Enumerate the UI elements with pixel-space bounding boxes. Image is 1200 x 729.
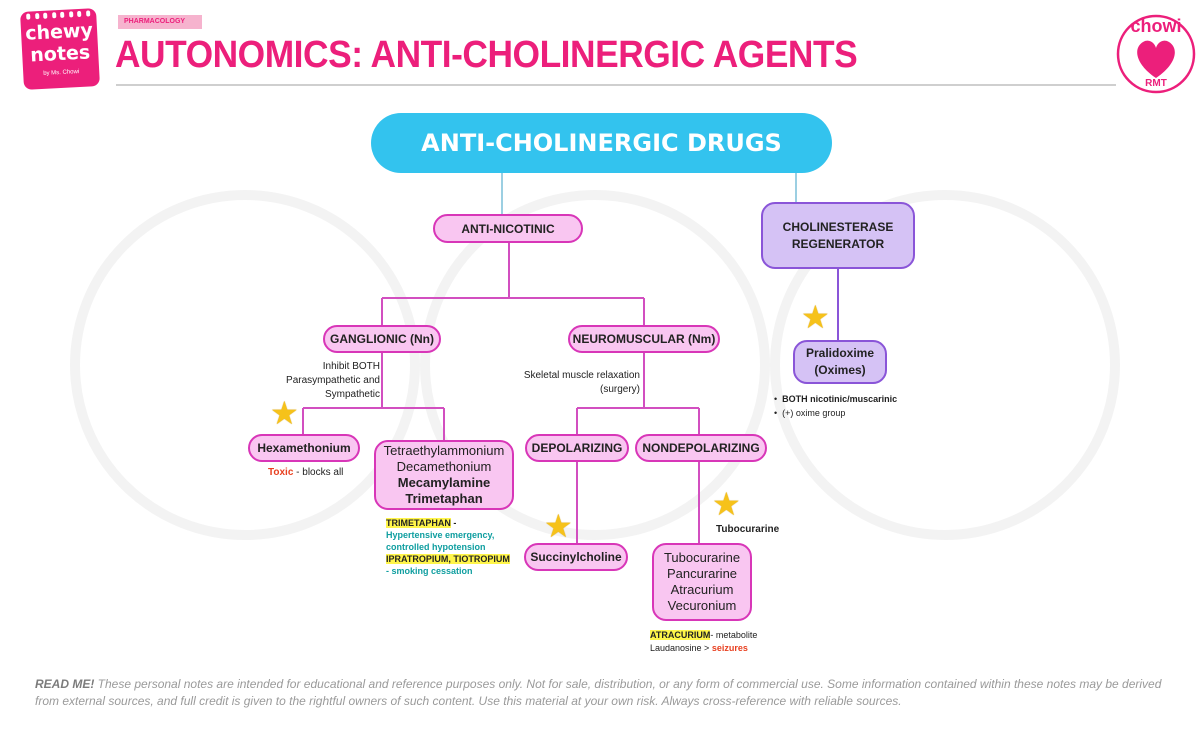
ipratropium-use: - smoking cessation [386, 566, 473, 576]
drug-item: Trimetaphan [405, 491, 483, 506]
watermark-circle [70, 190, 420, 540]
chowi-brand-logo: chowi RMT [1115, 8, 1197, 96]
drug-item: Tubocurarine [663, 550, 741, 565]
drug-item: Vecuronium [667, 598, 737, 613]
bullet-icon: • [774, 408, 783, 418]
header-divider [116, 84, 1116, 86]
bullet-text: (+) oxime group [782, 408, 846, 418]
brand-name: chowi [1130, 16, 1182, 36]
cholinesterase-regenerator-node: CHOLINESTERASE REGENERATOR [761, 202, 915, 269]
watermark-circle [770, 190, 1120, 540]
nondepolarizing-drug-list-node: Tubocurarine Pancurarine Atracurium Vecu… [652, 543, 752, 621]
trimetaphan-use: controlled hypotension [386, 542, 486, 552]
ganglionic-note-line: Sympathetic [324, 389, 380, 400]
notebook-rings [26, 10, 91, 20]
neuromuscular-note: Skeletal muscle relaxation (surgery) [505, 369, 640, 397]
brand-circle-icon [1116, 14, 1196, 94]
drug-item: Atracurium [670, 582, 734, 597]
drug-item: Mecamylamine [397, 475, 491, 490]
pralidoxime-bullets: • BOTH nicotinic/muscarinic • (+) oxime … [774, 392, 897, 420]
disclaimer-text: These personal notes are intended for ed… [35, 677, 1162, 708]
ganglionic-node: GANGLIONIC (Nn) [323, 325, 441, 353]
trimetaphan-note: TRIMETAPHAN - Hypertensive emergency, co… [386, 517, 510, 577]
trimetaphan-use: Hypertensive emergency, [386, 530, 495, 540]
bullet-text: BOTH nicotinic/muscarinic [782, 394, 898, 404]
cholinesterase-line1: CHOLINESTERASE [782, 219, 894, 234]
pralidoxime-line: Pralidoxime [805, 346, 875, 360]
hexa-note-text: - blocks all [293, 467, 344, 478]
neuromuscular-node: NEUROMUSCULAR (Nm) [568, 325, 720, 353]
hexamethonium-node: Hexamethonium [248, 434, 360, 462]
neuromuscular-note-line: (surgery) [599, 384, 640, 395]
chewy-notes-logo: chewy notes by Ms. Chowi [20, 8, 100, 90]
tubocurarine-label: Tubocurarine [716, 524, 780, 535]
atracurium-note: ATRACURIUM- metabolite Laudanosine > sei… [650, 629, 757, 655]
bullet-icon: • [774, 394, 783, 404]
drug-item: Pancurarine [666, 566, 738, 581]
root-connectors [501, 172, 797, 214]
logo-byline: by Ms. Chowi [43, 69, 80, 77]
seizures-label: seizures [711, 643, 748, 653]
atracurium-note-text: Laudanosine > [650, 643, 712, 653]
anti-nicotinic-node: ANTI-NICOTINIC [433, 214, 583, 243]
drug-item: Decamethonium [396, 459, 492, 474]
heart-icon [1137, 40, 1175, 78]
nondepolarizing-node: NONDEPOLARIZING [635, 434, 767, 462]
read-me-label: READ ME! [35, 677, 95, 691]
brand-sub: RMT [1145, 78, 1167, 89]
trimetaphan-dash: - [450, 518, 457, 528]
subject-tag: PHARMACOLOGY [118, 15, 202, 29]
watermark-circle [420, 190, 770, 540]
star-icon: ★ [712, 486, 741, 522]
drug-item: Tetraethylammonium [383, 443, 505, 458]
trimetaphan-highlight: TRIMETAPHAN [386, 518, 451, 528]
logo-line2: notes [29, 41, 91, 67]
ganglionic-note: Inhibit BOTH Parasympathetic and Sympath… [270, 360, 380, 402]
ganglionic-note-line: Parasympathetic and [286, 375, 380, 386]
atracurium-highlight: ATRACURIUM [650, 630, 711, 640]
pralidoxime-node: Pralidoxime (Oximes) [793, 340, 887, 384]
page-title: AUTONOMICS: ANTI-CHOLINERGIC AGENTS [115, 34, 858, 76]
ganglionic-drug-list-node: Tetraethylammonium Decamethonium Mecamyl… [374, 440, 514, 510]
read-me-disclaimer: READ ME! These personal notes are intend… [35, 676, 1175, 710]
atracurium-note-text: - metabolite [710, 630, 758, 640]
ipratropium-highlight: IPRATROPIUM, TIOTROPIUM [386, 554, 510, 564]
star-icon: ★ [270, 395, 299, 431]
depolarizing-node: DEPOLARIZING [525, 434, 629, 462]
hexamethonium-note: Toxic - blocks all [268, 466, 343, 480]
star-icon: ★ [544, 508, 573, 544]
toxic-label: Toxic [268, 467, 294, 478]
succinylcholine-node: Succinylcholine [524, 543, 628, 571]
star-icon: ★ [801, 299, 830, 335]
ganglionic-note-line: Inhibit BOTH [322, 361, 380, 372]
cholinesterase-line2: REGENERATOR [791, 236, 885, 251]
root-node: ANTI-CHOLINERGIC DRUGS [371, 113, 832, 173]
neuromuscular-note-line: Skeletal muscle relaxation [523, 370, 640, 381]
pink-connectors [302, 243, 700, 543]
pralidoxime-line: (Oximes) [814, 363, 866, 377]
